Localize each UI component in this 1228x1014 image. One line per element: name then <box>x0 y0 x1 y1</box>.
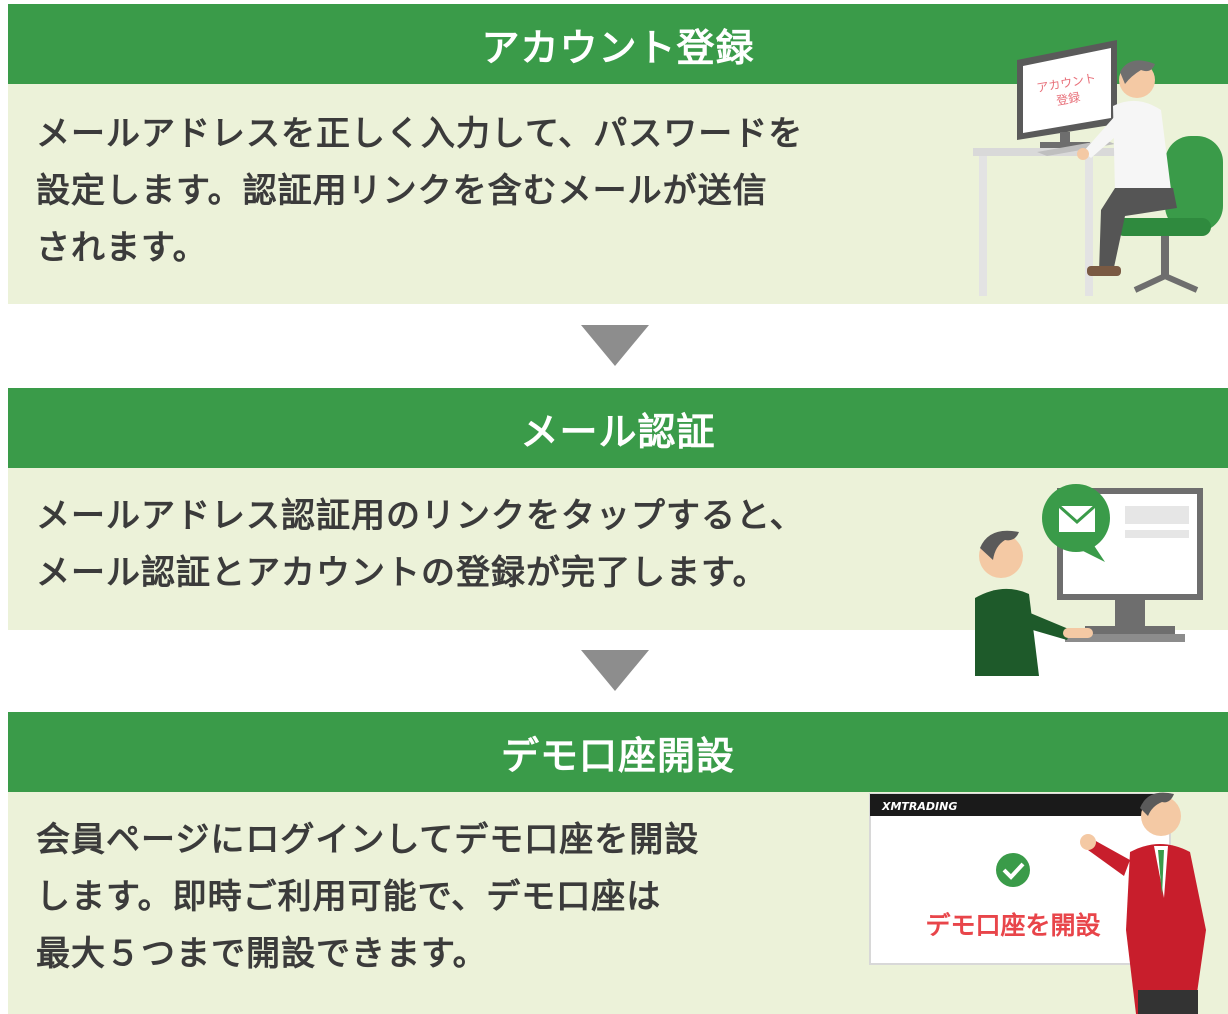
check-icon <box>996 853 1030 887</box>
step-body: メールアドレスを正しく入力して、パスワードを 設定します。認証用リンクを含むメー… <box>8 84 1228 304</box>
down-arrow-icon <box>581 325 649 366</box>
svg-text:登録: 登録 <box>1055 89 1081 108</box>
step-description: メールアドレス認証用のリンクをタップすると、 メール認証とアカウントの登録が完了… <box>36 496 805 593</box>
down-arrow-icon <box>581 650 649 691</box>
step-demo-account: デモ口座開設 会員ページにログインしてデモ口座を開設 します。即時ご利用可能で、… <box>8 712 1228 1014</box>
demo-account-illustration: XMTRADING デモ口座を開設 <box>868 780 1228 1014</box>
step-description: 会員ページにログインしてデモ口座を開設 します。即時ご利用可能で、デモ口座は 最… <box>36 820 700 974</box>
step-description: メールアドレスを正しく入力して、パスワードを 設定します。認証用リンクを含むメー… <box>36 114 804 268</box>
step-title: アカウント登録 <box>8 4 1228 84</box>
step-title: メール認証 <box>8 388 1228 468</box>
step-body: 会員ページにログインしてデモ口座を開設 します。即時ご利用可能で、デモ口座は 最… <box>8 792 1228 1014</box>
step-title: デモ口座開設 <box>8 712 1228 792</box>
panel-text: デモ口座を開設 <box>925 911 1101 940</box>
person-at-computer-illustration: アカウント 登録 <box>965 40 1228 302</box>
step-account-registration: アカウント登録 メールアドレスを正しく入力して、パスワードを 設定します。認証用… <box>8 4 1228 304</box>
brand-logo: XMTRADING <box>881 800 957 813</box>
email-verification-illustration <box>975 470 1228 676</box>
mail-icon <box>1058 504 1096 532</box>
